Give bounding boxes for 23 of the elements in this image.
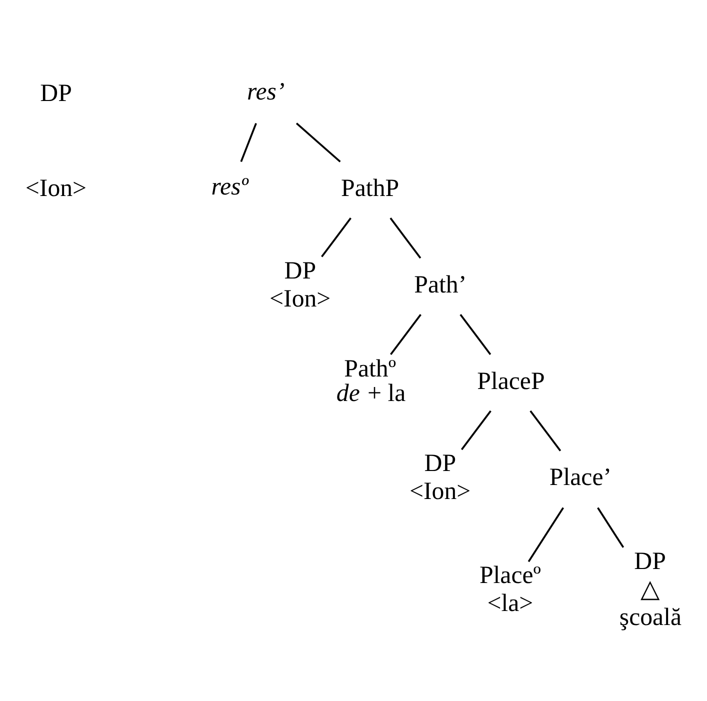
node-text: Pathº de + la: [336, 354, 406, 407]
connector: [597, 506, 624, 548]
connector: [390, 313, 422, 355]
label: DP: [40, 80, 72, 107]
connector: [240, 122, 257, 162]
node-text: PlaceP: [477, 367, 545, 394]
node-text: Place’: [549, 464, 612, 491]
node-text: res’: [246, 78, 285, 106]
node-text: DP <Ion>: [270, 256, 331, 312]
connector: [296, 122, 341, 162]
label: <Ion>: [25, 174, 87, 202]
connector: [460, 410, 492, 450]
node-text: DP <Ion>: [409, 450, 471, 505]
node-text: Path’: [414, 270, 467, 298]
connector: [460, 313, 492, 355]
node-text: DP △ şcoală: [619, 548, 682, 631]
node-text: PathP: [341, 174, 400, 202]
connector: [528, 506, 564, 562]
connector: [530, 410, 562, 451]
connector: [390, 217, 422, 258]
node-text: Placeº <la>: [479, 562, 541, 617]
node-text: resº: [211, 172, 248, 200]
connector: [321, 217, 352, 257]
